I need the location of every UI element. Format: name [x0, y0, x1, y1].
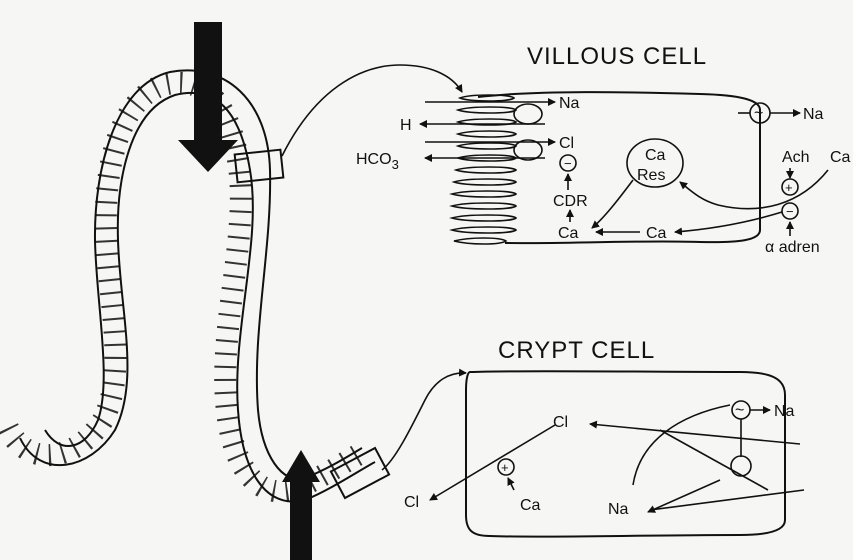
crypt-ca-label: Ca	[520, 497, 541, 514]
adren-minus: −	[786, 204, 794, 219]
na-recycle-arrow	[633, 405, 730, 485]
hco3-subscript: 3	[392, 157, 399, 172]
cdr-label: CDR	[553, 193, 588, 210]
cl-inhibit-minus: −	[564, 156, 572, 171]
hco3-label: HCO3	[356, 151, 399, 172]
flow-arrow-down	[178, 22, 238, 172]
ca-right-label: Ca	[830, 149, 851, 166]
ca-bottom-left-label: Ca	[558, 225, 579, 242]
crypt-cotransporter	[731, 456, 751, 476]
na-right-label: Na	[803, 106, 824, 123]
ca-res-bottom-label: Res	[637, 167, 665, 184]
apical-transporters	[514, 104, 542, 160]
alpha-adren-label: α adren	[765, 239, 820, 256]
microvilli	[452, 95, 516, 244]
minus-to-ca-mid-arrow	[675, 212, 782, 232]
crypt-connector-arrow	[382, 373, 466, 470]
cl-efflux-line	[430, 425, 555, 500]
crypt-cl-top-label: Cl	[553, 414, 568, 431]
villous-cell-outline	[478, 92, 760, 243]
crypt-sample-box	[331, 448, 389, 498]
ca-bottom-mid-label: Ca	[646, 225, 667, 242]
crypt-cl-bottom-label: Cl	[404, 494, 419, 511]
crypt-na-bottom-label: Na	[608, 501, 629, 518]
receptor-to-reservoir-arrow	[680, 170, 828, 209]
crypt-ca-to-plus-arrow	[508, 478, 514, 490]
ach-plus: +	[785, 180, 793, 195]
na-pump-symbol: ~	[754, 105, 763, 122]
flow-arrow-up	[282, 450, 320, 560]
villous-cell-title: VILLOUS CELL	[527, 43, 707, 70]
villous-sample-box	[235, 150, 284, 183]
ca-res-top-label: Ca	[645, 147, 666, 164]
h-label: H	[400, 117, 412, 134]
crypt-na-right-label: Na	[774, 403, 795, 420]
na-bottom-arrow	[648, 480, 720, 512]
ach-label: Ach	[782, 149, 810, 166]
na-left-label: Na	[559, 95, 580, 112]
reservoir-to-ca-arrow	[592, 180, 633, 228]
crypt-cell-title: CRYPT CELL	[498, 337, 655, 364]
crypt-na-pump-symbol: ~	[735, 402, 744, 419]
cl-label: Cl	[559, 135, 574, 152]
cotransporter-to-cl-arrow	[590, 424, 800, 444]
crypt-ca-plus: +	[501, 460, 509, 475]
